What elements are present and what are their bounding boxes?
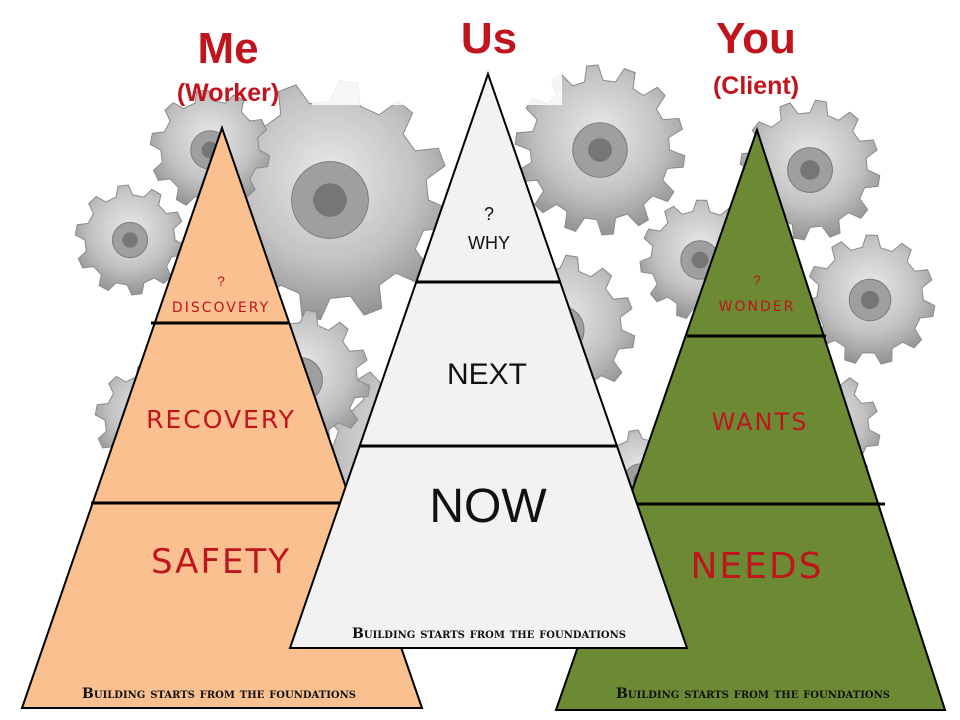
- gear-hole-icon: [588, 138, 612, 162]
- me-bottom-label: SAFETY: [151, 542, 291, 582]
- you-title: You: [716, 14, 796, 63]
- gear-hole-icon: [122, 232, 138, 248]
- us-pyramid: [288, 70, 689, 649]
- us-middle-label: NEXT: [447, 358, 527, 391]
- you-middle-label: WANTS: [712, 408, 809, 436]
- me-middle-label: RECOVERY: [146, 405, 296, 434]
- us-footer: Building starts from the foundations: [352, 626, 626, 642]
- gear-hole-icon: [313, 183, 347, 217]
- me-top-mark: ?: [217, 273, 225, 289]
- title-backdrop: [312, 55, 562, 105]
- you-bottom-label: NEEDS: [691, 546, 824, 587]
- us-bottom-label: NOW: [429, 480, 547, 533]
- us-triangle: [288, 70, 689, 649]
- you-top-mark: ?: [753, 272, 761, 288]
- gear-hole-icon: [860, 290, 880, 310]
- me-subtitle: (Worker): [177, 79, 279, 107]
- you-top-label: WONDER: [719, 299, 796, 315]
- me-title: Me: [197, 24, 258, 73]
- gear-hole-icon: [800, 160, 820, 180]
- us-top-label: WHY: [468, 233, 510, 253]
- us-top-mark: ?: [484, 204, 494, 224]
- you-subtitle: (Client): [713, 72, 799, 100]
- me-top-label: DISCOVERY: [172, 300, 270, 316]
- me-footer: Building starts from the foundations: [82, 686, 356, 702]
- us-title: Us: [461, 14, 517, 63]
- gear-hole-icon: [691, 251, 709, 269]
- you-footer: Building starts from the foundations: [616, 686, 890, 702]
